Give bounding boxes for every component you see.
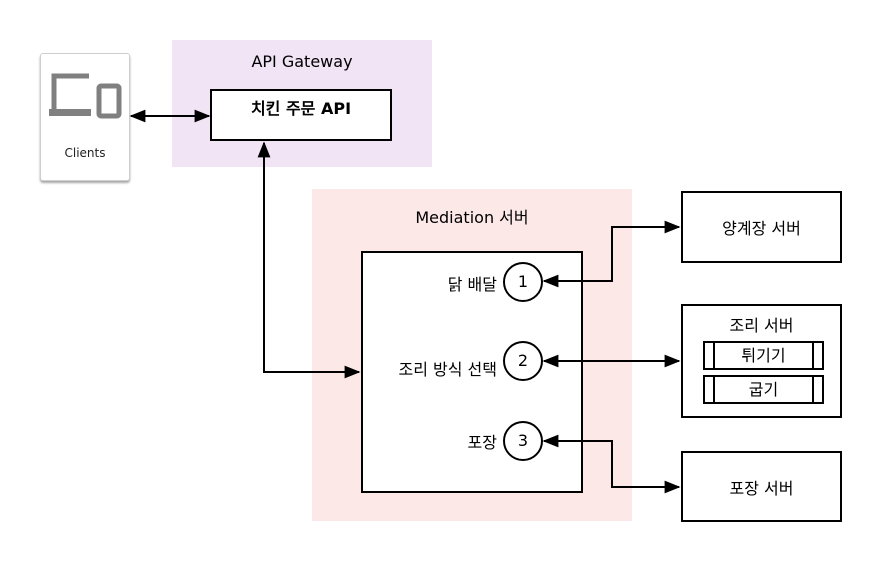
step-1-circle: 1 [503, 262, 543, 302]
clients-card: Clients [40, 53, 130, 181]
mediation-server-title: Mediation 서버 [415, 208, 529, 227]
farm-server-box: 양계장 서버 [681, 191, 842, 263]
farm-server-label: 양계장 서버 [722, 219, 801, 238]
cooking-server-title: 조리 서버 [729, 316, 794, 335]
cook-method-frying: 튀기기 [703, 341, 824, 370]
clients-label: Clients [64, 146, 106, 160]
api-gateway-title: API Gateway [251, 52, 353, 71]
cook-method-grilling: 굽기 [703, 375, 824, 404]
step-1-label: 닭 배달 [447, 275, 497, 294]
step-2-circle: 2 [503, 341, 543, 381]
chicken-order-api-label: 치킨 주문 API [250, 99, 352, 118]
packaging-server-label: 포장 서버 [729, 478, 794, 498]
cooking-server-box: 조리 서버 튀기기 굽기 [681, 304, 842, 418]
chicken-order-api-box: 치킨 주문 API [210, 89, 392, 141]
step-3-circle: 3 [503, 421, 543, 461]
step1-farm-connector [542, 220, 681, 288]
step-2-label: 조리 방식 선택 [398, 360, 498, 379]
devices-icon [49, 73, 122, 119]
step-3-label: 포장 [467, 433, 497, 452]
api-mediation-connector [257, 141, 361, 379]
step3-pack-connector [542, 434, 681, 494]
packaging-server-box: 포장 서버 [681, 451, 842, 522]
